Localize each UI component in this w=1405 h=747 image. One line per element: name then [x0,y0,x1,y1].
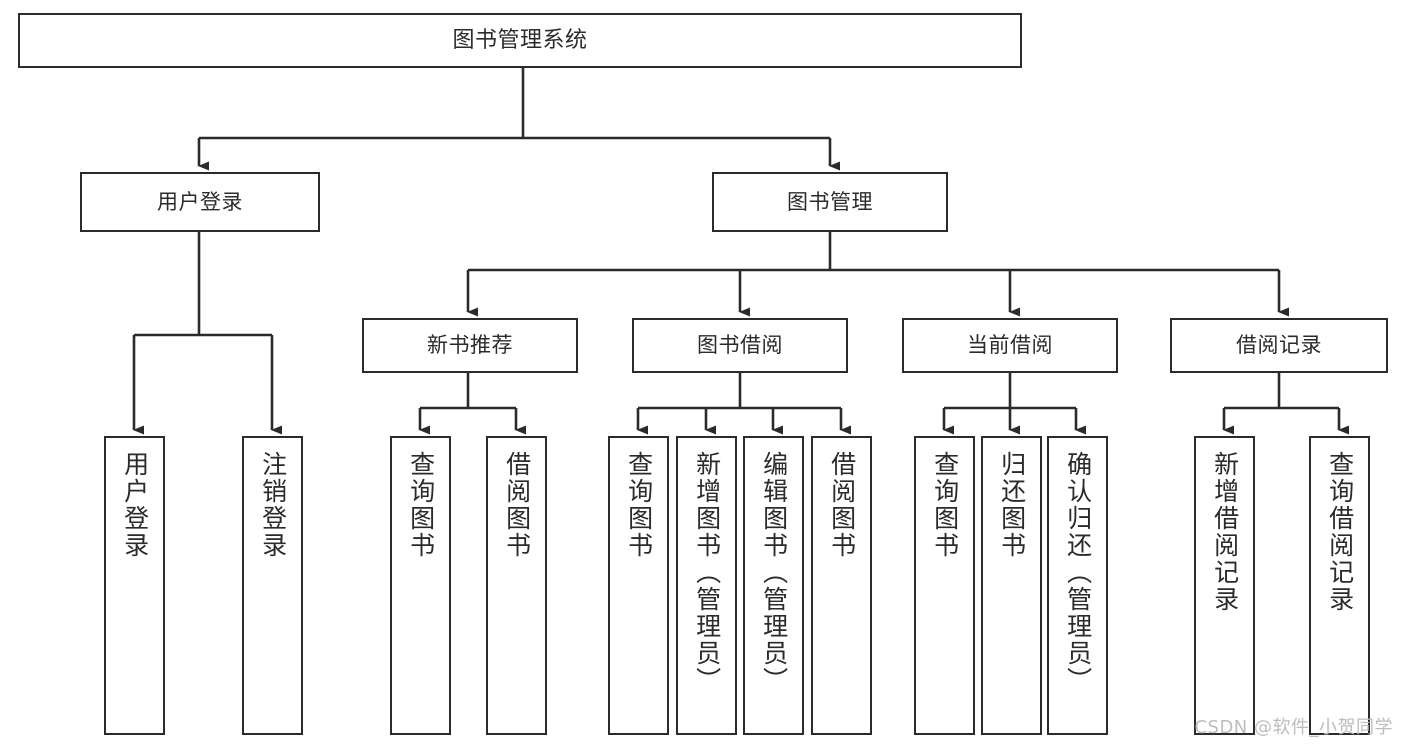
leaf-record-query[interactable]: 查询借阅记录 [1309,436,1370,735]
node-label: 借阅图书 [502,451,532,559]
node-label: 借阅图书 [827,451,857,559]
node-user-login[interactable]: 用户登录 [80,172,320,232]
node-label: 用户登录 [120,451,150,559]
leaf-current-query-book[interactable]: 查询图书 [914,436,975,735]
node-label: 查询图书 [406,451,436,559]
node-label: 借阅记录 [1236,333,1322,358]
leaf-new-book-query[interactable]: 查询图书 [390,436,451,735]
csdn-watermark: CSDN @软件_小贺同学 [1194,717,1393,738]
node-label: 新书推荐 [427,333,513,358]
node-book-borrow[interactable]: 图书借阅 [632,318,848,373]
node-label: 查询借阅记录 [1325,451,1355,613]
leaf-user-logout[interactable]: 注销登录 [242,436,303,735]
leaf-current-return-book[interactable]: 归还图书 [981,436,1042,735]
leaf-user-login[interactable]: 用户登录 [104,436,165,735]
node-root-system[interactable]: 图书管理系统 [18,13,1022,68]
leaf-borrow-query-book[interactable]: 查询图书 [608,436,669,735]
leaf-borrow-add-book[interactable]: 新增图书（管理员） [676,436,737,735]
node-new-book-recommend[interactable]: 新书推荐 [362,318,578,373]
node-label: 查询图书 [930,451,960,559]
node-current-borrow[interactable]: 当前借阅 [902,318,1118,373]
node-label: 新增借阅记录 [1210,451,1240,613]
node-label: 图书管理 [787,189,873,214]
node-book-management[interactable]: 图书管理 [712,172,948,232]
leaf-borrow-borrow-book[interactable]: 借阅图书 [811,436,872,735]
node-label: 图书借阅 [697,333,783,358]
node-label: 归还图书 [997,451,1027,559]
node-borrow-record[interactable]: 借阅记录 [1170,318,1388,373]
node-label: 新增图书（管理员） [692,451,722,694]
node-label: 图书管理系统 [452,27,588,53]
node-label: 查询图书 [624,451,654,559]
leaf-new-book-borrow[interactable]: 借阅图书 [486,436,547,735]
node-label: 注销登录 [258,451,288,559]
node-label: 用户登录 [157,189,243,214]
leaf-record-add[interactable]: 新增借阅记录 [1194,436,1255,735]
node-label: 确认归还（管理员） [1063,451,1093,694]
leaf-borrow-edit-book[interactable]: 编辑图书（管理员） [743,436,804,735]
node-label: 当前借阅 [967,333,1053,358]
leaf-current-confirm-return[interactable]: 确认归还（管理员） [1047,436,1108,735]
node-label: 编辑图书（管理员） [759,451,789,694]
